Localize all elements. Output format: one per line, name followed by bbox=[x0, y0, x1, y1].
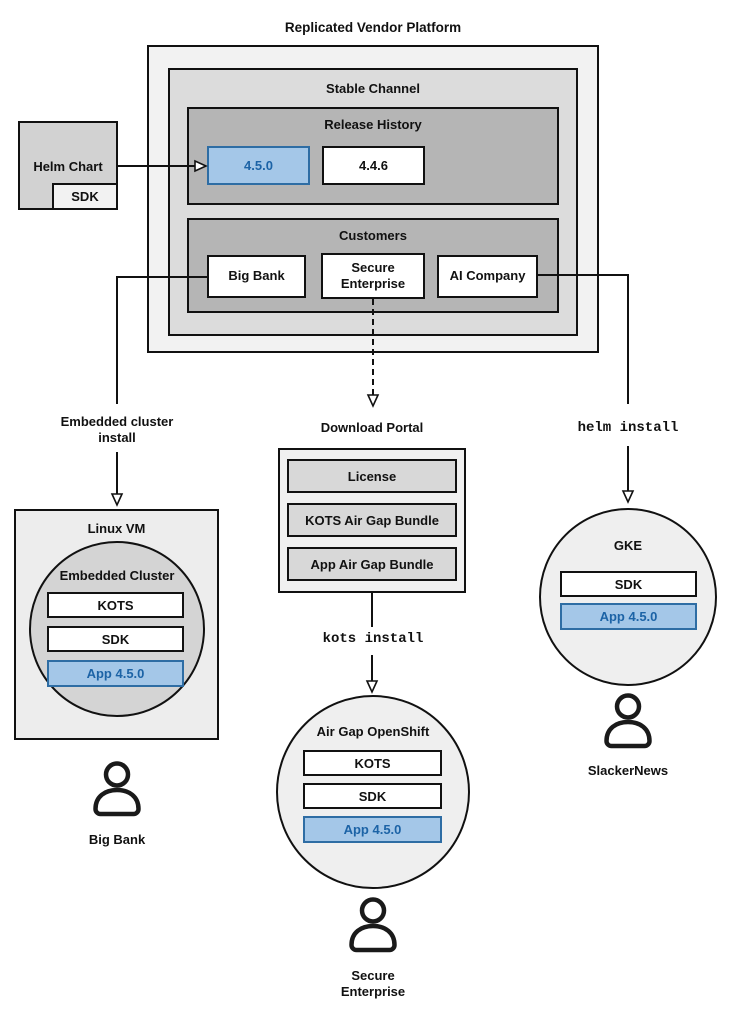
big-bank-connector-vertical bbox=[116, 276, 118, 404]
ai-company-connector-horizontal bbox=[536, 274, 629, 276]
arrowhead-down-icon bbox=[365, 680, 379, 694]
airgap-kots-box: KOTS bbox=[303, 750, 442, 776]
download-portal-title: Download Portal bbox=[320, 420, 424, 435]
secure-enterprise-person-icon bbox=[349, 897, 397, 953]
left-install-arrow-line bbox=[116, 452, 118, 496]
portal-to-install-line bbox=[371, 593, 373, 627]
gke-app-box: App 4.5.0 bbox=[560, 603, 697, 630]
release-history-title: Release History bbox=[324, 117, 422, 132]
embedded-sdk-label: SDK bbox=[101, 631, 130, 647]
customer-ai-company-box: AI Company bbox=[437, 255, 538, 298]
secure-enterprise-connector-dashed bbox=[372, 299, 374, 395]
helm-chart-sdk-box: SDK bbox=[52, 183, 118, 210]
gke-app-label: App 4.5.0 bbox=[599, 609, 658, 624]
left-user-label: Big Bank bbox=[88, 832, 146, 847]
customer-big-bank-label: Big Bank bbox=[228, 268, 285, 284]
portal-app-bundle-box: App Air Gap Bundle bbox=[287, 547, 457, 581]
customer-secure-enterprise-label: Secure Enterprise bbox=[340, 259, 406, 291]
embedded-app-label: App 4.5.0 bbox=[86, 666, 145, 681]
airgap-sdk-label: SDK bbox=[358, 788, 387, 804]
gke-sdk-box: SDK bbox=[560, 571, 697, 597]
diagram-title: Replicated Vendor Platform bbox=[284, 20, 462, 35]
embedded-sdk-box: SDK bbox=[47, 626, 184, 652]
portal-license-box: License bbox=[287, 459, 457, 493]
gke-circle bbox=[539, 508, 717, 686]
middle-user-label: Secure Enterprise bbox=[340, 968, 406, 1000]
customer-big-bank-box: Big Bank bbox=[207, 255, 306, 298]
portal-kots-bundle-box: KOTS Air Gap Bundle bbox=[287, 503, 457, 537]
helm-chart-sdk-label: SDK bbox=[71, 189, 99, 204]
linux-vm-title: Linux VM bbox=[87, 521, 146, 536]
airgap-app-label: App 4.5.0 bbox=[343, 822, 402, 837]
release-450-label: 4.5.0 bbox=[244, 158, 273, 173]
stable-channel-title: Stable Channel bbox=[326, 81, 420, 96]
customer-ai-company-label: AI Company bbox=[449, 268, 526, 284]
right-user-label: SlackerNews bbox=[587, 763, 669, 778]
portal-app-bundle-label: App Air Gap Bundle bbox=[310, 556, 434, 572]
embedded-kots-label: KOTS bbox=[97, 597, 134, 613]
arrowhead-down-icon bbox=[366, 394, 380, 408]
install-to-openshift-line bbox=[371, 655, 373, 683]
helm-to-release-arrow-line bbox=[118, 165, 198, 167]
left-install-method-label: Embedded cluster install bbox=[60, 414, 174, 446]
embedded-app-box: App 4.5.0 bbox=[47, 660, 184, 687]
ai-company-connector-vertical bbox=[627, 274, 629, 404]
embedded-kots-box: KOTS bbox=[47, 592, 184, 618]
helm-install-arrow-line bbox=[627, 446, 629, 492]
airgap-openshift-title: Air Gap OpenShift bbox=[316, 724, 430, 739]
customers-title: Customers bbox=[339, 228, 407, 243]
airgap-kots-label: KOTS bbox=[354, 755, 391, 771]
arrowhead-right-icon bbox=[194, 159, 208, 173]
release-446-label: 4.4.6 bbox=[359, 158, 388, 173]
big-bank-connector-horizontal bbox=[117, 276, 209, 278]
portal-kots-bundle-label: KOTS Air Gap Bundle bbox=[305, 512, 439, 528]
helm-chart-label: Helm Chart bbox=[33, 159, 103, 174]
release-450-box: 4.5.0 bbox=[207, 146, 310, 185]
arrowhead-down-icon bbox=[621, 490, 635, 504]
gke-title: GKE bbox=[613, 538, 643, 553]
airgap-sdk-box: SDK bbox=[303, 783, 442, 809]
middle-install-method-label: kots install bbox=[322, 631, 424, 647]
embedded-cluster-title: Embedded Cluster bbox=[59, 568, 175, 583]
airgap-app-box: App 4.5.0 bbox=[303, 816, 442, 843]
slackernews-person-icon bbox=[604, 693, 652, 749]
release-446-box: 4.4.6 bbox=[322, 146, 425, 185]
right-install-method-label: helm install bbox=[577, 420, 679, 436]
arrowhead-down-icon bbox=[110, 493, 124, 507]
gke-sdk-label: SDK bbox=[614, 576, 643, 592]
big-bank-person-icon bbox=[93, 761, 141, 817]
portal-license-label: License bbox=[347, 468, 397, 484]
customer-secure-enterprise-box: Secure Enterprise bbox=[321, 253, 425, 299]
